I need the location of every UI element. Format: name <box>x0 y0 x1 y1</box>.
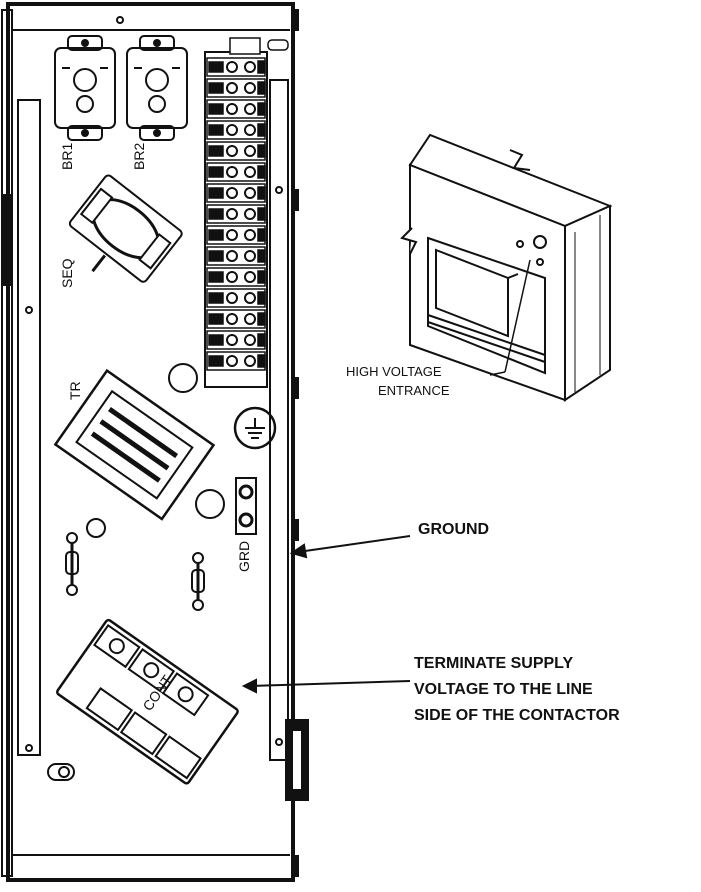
terminal-tab <box>257 291 266 305</box>
ground-arrow <box>289 535 411 559</box>
terminal-tab <box>257 270 266 284</box>
control-panel <box>1 2 309 882</box>
terminal-screw <box>226 250 238 262</box>
label-grd: GRD <box>236 541 252 572</box>
grd-terminal <box>235 477 257 535</box>
terminal-screw <box>244 208 256 220</box>
terminal-screw <box>226 124 238 136</box>
terminal-screw <box>226 334 238 346</box>
terminal-clip <box>208 103 224 115</box>
terminal-screw <box>244 355 256 367</box>
ground-lug <box>233 406 277 450</box>
terminal-clip <box>208 208 224 220</box>
terminal-clip <box>208 355 224 367</box>
terminal-tab <box>257 102 266 116</box>
terminal-screw <box>226 82 238 94</box>
terminal-clip <box>208 229 224 241</box>
terminate-label-line3: SIDE OF THE CONTACTOR <box>414 707 620 724</box>
terminal-tab <box>257 81 266 95</box>
fuse-link-right <box>191 552 205 611</box>
terminal-screw <box>226 145 238 157</box>
high-voltage-label-line1: HIGH VOLTAGE <box>346 364 442 379</box>
contactor <box>56 618 239 785</box>
label-seq: SEQ <box>59 258 75 288</box>
label-tr: TR <box>67 381 83 400</box>
terminal-screw <box>244 187 256 199</box>
terminal-tab <box>257 123 266 137</box>
high-voltage-label-line2: ENTRANCE <box>378 383 450 398</box>
terminal-clip <box>208 145 224 157</box>
terminal-tab <box>257 312 266 326</box>
terminal-clip <box>208 187 224 199</box>
label-br2: BR2 <box>131 143 147 170</box>
terminal-screw <box>226 229 238 241</box>
terminal-tab <box>257 207 266 221</box>
terminal-tab <box>257 186 266 200</box>
unit-cabinet-inset <box>400 133 613 402</box>
relay-br2 <box>126 35 188 141</box>
terminal-clip <box>208 271 224 283</box>
fuse-link-left <box>65 532 79 596</box>
terminal-screw <box>226 208 238 220</box>
terminal-block <box>204 37 289 388</box>
terminal-screw <box>226 187 238 199</box>
terminal-screw <box>244 124 256 136</box>
terminal-screw <box>226 355 238 367</box>
terminal-screw <box>244 313 256 325</box>
terminal-screw <box>244 229 256 241</box>
terminal-screw <box>226 166 238 178</box>
terminal-screw <box>244 271 256 283</box>
terminal-tab <box>257 354 266 368</box>
terminal-screw <box>226 292 238 304</box>
terminal-clip <box>208 124 224 136</box>
terminal-clip <box>208 166 224 178</box>
mounting-screw <box>47 763 75 781</box>
terminal-screw <box>244 166 256 178</box>
terminal-screw <box>244 82 256 94</box>
terminal-screw <box>226 103 238 115</box>
terminal-screw <box>226 271 238 283</box>
terminate-label-line1: TERMINATE SUPPLY <box>414 655 573 672</box>
label-br1: BR1 <box>59 143 75 170</box>
terminal-screw <box>244 145 256 157</box>
terminal-tab <box>257 249 266 263</box>
terminal-screw <box>244 250 256 262</box>
terminal-clip <box>208 292 224 304</box>
terminal-clip <box>208 334 224 346</box>
terminal-tab <box>257 228 266 242</box>
ground-label: GROUND <box>418 521 489 538</box>
terminate-label-line2: VOLTAGE TO THE LINE <box>414 681 593 698</box>
terminal-tab <box>257 60 266 74</box>
terminal-clip <box>208 82 224 94</box>
terminal-tab <box>257 333 266 347</box>
terminal-clip <box>208 61 224 73</box>
label-cont: CONT <box>139 672 175 714</box>
terminal-clip <box>208 250 224 262</box>
relay-br1 <box>54 35 116 141</box>
terminal-screw <box>244 61 256 73</box>
transformer <box>53 363 225 538</box>
terminal-screw <box>244 103 256 115</box>
terminal-clip <box>208 313 224 325</box>
terminal-tab <box>257 144 266 158</box>
sequencer <box>68 174 183 283</box>
contactor-arrow <box>241 678 411 694</box>
terminal-screw <box>226 61 238 73</box>
terminal-tab <box>257 165 266 179</box>
terminal-screw <box>226 313 238 325</box>
terminal-screw <box>244 292 256 304</box>
terminal-screw <box>244 334 256 346</box>
